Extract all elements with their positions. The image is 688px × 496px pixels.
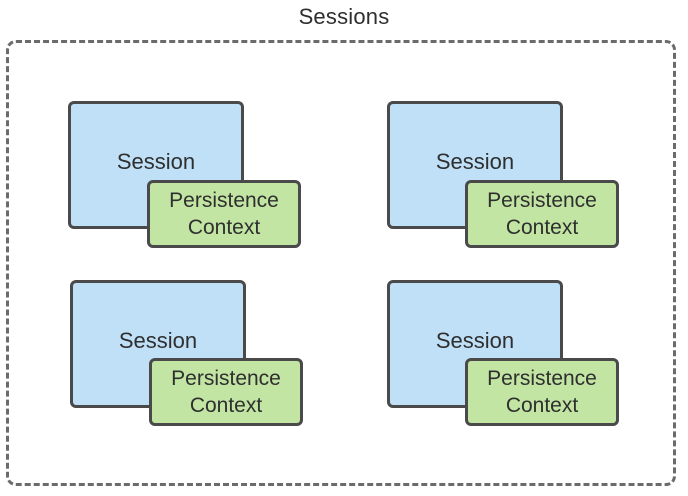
session-label: Session (435, 328, 515, 353)
session-label: Session (116, 149, 196, 174)
persistence-context-label-line2: Context (505, 394, 579, 417)
persistence-context-label-line2: Context (189, 394, 263, 417)
session-label: Session (435, 149, 515, 174)
persistence-context-label-line1: Persistence (487, 367, 597, 390)
persistence-context-label-line1: Persistence (169, 189, 279, 212)
persistence-context-label-line2: Context (187, 216, 261, 239)
persistence-context-box: Persistence Context (465, 180, 619, 248)
persistence-context-box: Persistence Context (147, 180, 301, 248)
session-label: Session (118, 328, 198, 353)
diagram-title: Sessions (298, 4, 390, 29)
persistence-context-label-line2: Context (505, 216, 579, 239)
sessions-container (6, 40, 676, 486)
persistence-context-label-line1: Persistence (171, 367, 281, 390)
persistence-context-box: Persistence Context (149, 358, 303, 426)
persistence-context-label-line1: Persistence (487, 189, 597, 212)
persistence-context-box: Persistence Context (465, 358, 619, 426)
